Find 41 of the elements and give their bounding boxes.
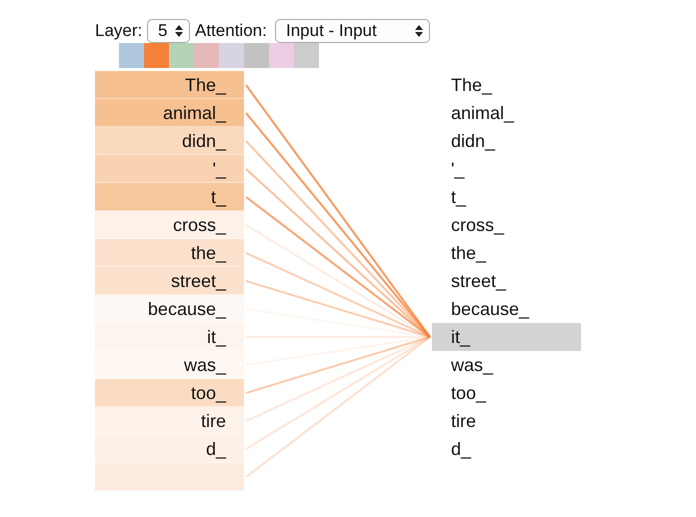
token-label: didn_ xyxy=(451,127,496,155)
token-row: The_ xyxy=(95,71,244,99)
attention-label: Attention: xyxy=(195,21,267,41)
token-label: t_ xyxy=(451,183,466,211)
token-row: didn_ xyxy=(95,127,244,155)
token-row: too_ xyxy=(95,379,244,407)
attention-line xyxy=(246,336,430,366)
token-label: animal_ xyxy=(451,99,514,127)
token-row: tire xyxy=(95,407,244,435)
token-label: '_ xyxy=(451,155,464,183)
token-label: street_ xyxy=(451,267,506,295)
token-label: tire xyxy=(451,407,476,435)
token-row: '_ xyxy=(95,155,244,183)
layer-select: 5 xyxy=(147,19,190,43)
highlighted-token: it_ xyxy=(432,323,581,351)
token-row: it_ xyxy=(95,323,244,351)
token-label: the_ xyxy=(451,239,486,267)
token-label: too_ xyxy=(451,379,486,407)
attention-line xyxy=(245,196,431,338)
token-label: was_ xyxy=(451,351,494,379)
token-label: cross_ xyxy=(451,211,504,239)
attention-line xyxy=(246,280,430,338)
token-row: animal_ xyxy=(95,99,244,127)
token-row: because_ xyxy=(95,295,244,323)
token-row: the_ xyxy=(95,239,244,267)
layer-label: Layer: xyxy=(95,21,142,41)
token-label: d_ xyxy=(451,435,472,463)
attention-line xyxy=(245,336,431,450)
token-label: because_ xyxy=(451,295,530,323)
attention-line xyxy=(245,336,431,478)
token-row: cross_ xyxy=(95,211,244,239)
empty-token-row xyxy=(95,463,244,491)
attention-line xyxy=(246,336,430,422)
token-row: street_ xyxy=(95,267,244,295)
token-row: t_ xyxy=(95,183,244,211)
token-row: was_ xyxy=(95,351,244,379)
attention-line xyxy=(246,336,430,394)
token-label: The_ xyxy=(451,71,492,99)
token-row: d_ xyxy=(95,435,244,463)
attention-select: Input - Input xyxy=(275,19,430,43)
attention-line xyxy=(246,252,430,338)
